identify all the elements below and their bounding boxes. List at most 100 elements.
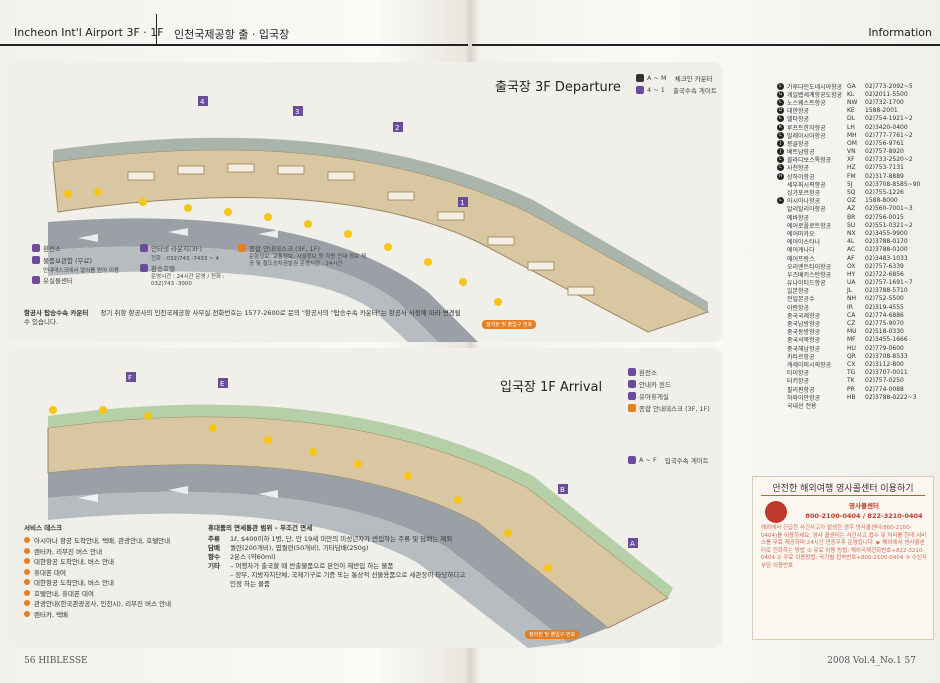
info-icon: [628, 380, 636, 388]
gate-code-badge: G: [777, 90, 784, 98]
locker-icon: [628, 392, 636, 400]
airline-name: 타이항공: [787, 370, 810, 378]
airline-iata: CX: [847, 360, 856, 368]
legend-label: 인터넷 라운지(3F): [151, 245, 202, 253]
airline-phone: 02)752-5500: [865, 295, 904, 303]
service-item: 렌터카, 택배: [24, 609, 204, 620]
legend-sub: 안내데스크에서 열쇠를 받아 이용: [43, 268, 120, 274]
airline-phone: 02)732-1700: [865, 98, 904, 106]
departure-title: 출국장 3F Departure: [495, 80, 621, 95]
service-title: 서비스 데스크: [24, 524, 63, 532]
airline-iata: TG: [847, 369, 856, 377]
airline-iata: HZ: [847, 164, 856, 172]
service-text: 대한항공 도착안내, 버스 안내: [34, 579, 115, 588]
airline-phone: 02)733-2520~2: [865, 156, 913, 164]
airline-name: 중국해남항공: [787, 345, 821, 353]
airline-name: 델타항공: [787, 116, 810, 124]
airline-phone: 02)779-0600: [865, 344, 904, 352]
airline-name: 중국국제항공: [787, 312, 821, 320]
bullet-icon: [24, 600, 30, 607]
airline-phone: 02)777-7761~2: [865, 131, 913, 139]
service-text: 렌터카, 리무진 버스 안내: [34, 547, 103, 556]
airline-name: 에어프랑스: [787, 255, 815, 263]
airline-iata: AF: [847, 254, 855, 262]
duty-text: – 장부, 지방자치단체, 국제기구로 기증 또는 통상적 선물용품으로 세관장…: [230, 571, 466, 588]
gate-code-badge: L: [777, 82, 784, 90]
legend-sub: 운영시간 : 24시간 운영 / 전화 : 032)743 -3000: [151, 274, 225, 287]
airline-phone: 02)3483-1033: [865, 254, 908, 262]
airline-name: 루프트한자항공: [787, 124, 826, 132]
airline-name: 몽골항공: [787, 140, 810, 148]
airline-phone: 02)756-9761: [865, 139, 904, 147]
duty-text: 2온스 (약60ml): [230, 553, 276, 561]
airline-name: 전일본공수: [787, 296, 815, 304]
gate-code-badge: L: [777, 131, 784, 139]
airline-phone: 02)3420-0400: [865, 123, 908, 131]
duty-row: 기타– 여행자가 출국할 때 반출물품으로 본인이 재반입 하는 물품: [208, 562, 468, 571]
airline-name: 싱가포르항공: [787, 190, 821, 198]
airline-name: 중국남방항공: [787, 321, 821, 329]
consulate-name: 영사콜센터: [849, 502, 879, 510]
internet-icon: [140, 244, 148, 252]
legend-label: 환전소: [639, 369, 657, 377]
airline-name: 상하이항공: [787, 173, 815, 181]
airline-iata: HU: [847, 344, 856, 352]
legend-badge: A ~ F: [639, 456, 657, 464]
airline-iata: GA: [847, 82, 856, 90]
service-text: 호텔안내, 휴대폰 대여: [34, 589, 95, 598]
airline-phone: 02)757-0250: [865, 377, 904, 385]
airline-name: 게일렙세계항공도항공: [787, 91, 843, 99]
airline-phone: 02)775-9070: [865, 320, 904, 328]
airline-phone: 02)3112-800: [865, 360, 904, 368]
airline-iata: XF: [847, 156, 855, 164]
legend-label: 유아휴게실: [639, 393, 669, 401]
airline-phone: 02)560-7001~3: [865, 205, 913, 213]
airline-iata: 4L: [847, 238, 855, 246]
airline-row: 중국해남항공 HU 02)779-0600: [777, 344, 927, 353]
locker-icon: [32, 256, 40, 264]
airline-iata: VN: [847, 148, 856, 156]
airline-name: 국내선 전용: [787, 402, 817, 410]
airline-phone: 02)757-6339: [865, 262, 904, 270]
service-text: 렌터카, 택배: [34, 610, 69, 619]
airline-iata: CZ: [847, 320, 856, 328]
airline-phone: 02)3707-0011: [865, 369, 908, 377]
airline-name: 사천항공: [787, 165, 810, 173]
airline-name: 에어로플로트항공: [787, 222, 832, 230]
airline-iata: HB: [847, 393, 856, 401]
airline-iata: MU: [847, 328, 857, 336]
gate-code-badge: L: [777, 197, 784, 205]
legend-label: 환승호텔: [151, 265, 175, 273]
consulate-seal-icon: [765, 501, 787, 523]
airline-iata: MF: [847, 336, 856, 344]
airline-phone: 02)722-6856: [865, 270, 904, 278]
airline-name: 아시아나항공: [787, 198, 821, 206]
airline-name: 말레이시아항공: [787, 132, 826, 140]
consulate-body: 해외에서 긴급한 사건사고가 발생한 경우 영사콜센터(800-2100-040…: [761, 525, 927, 569]
airline-phone: 02)3788-0222~3: [865, 393, 917, 401]
legend-label: 체크인 카운터: [674, 75, 713, 83]
gate-code-badge: E: [777, 115, 784, 123]
airline-phone: 02)3455-9900: [865, 229, 908, 237]
airline-iata: LH: [847, 123, 855, 131]
exchange-icon: [32, 244, 40, 252]
duty-label: 향수: [208, 553, 220, 561]
